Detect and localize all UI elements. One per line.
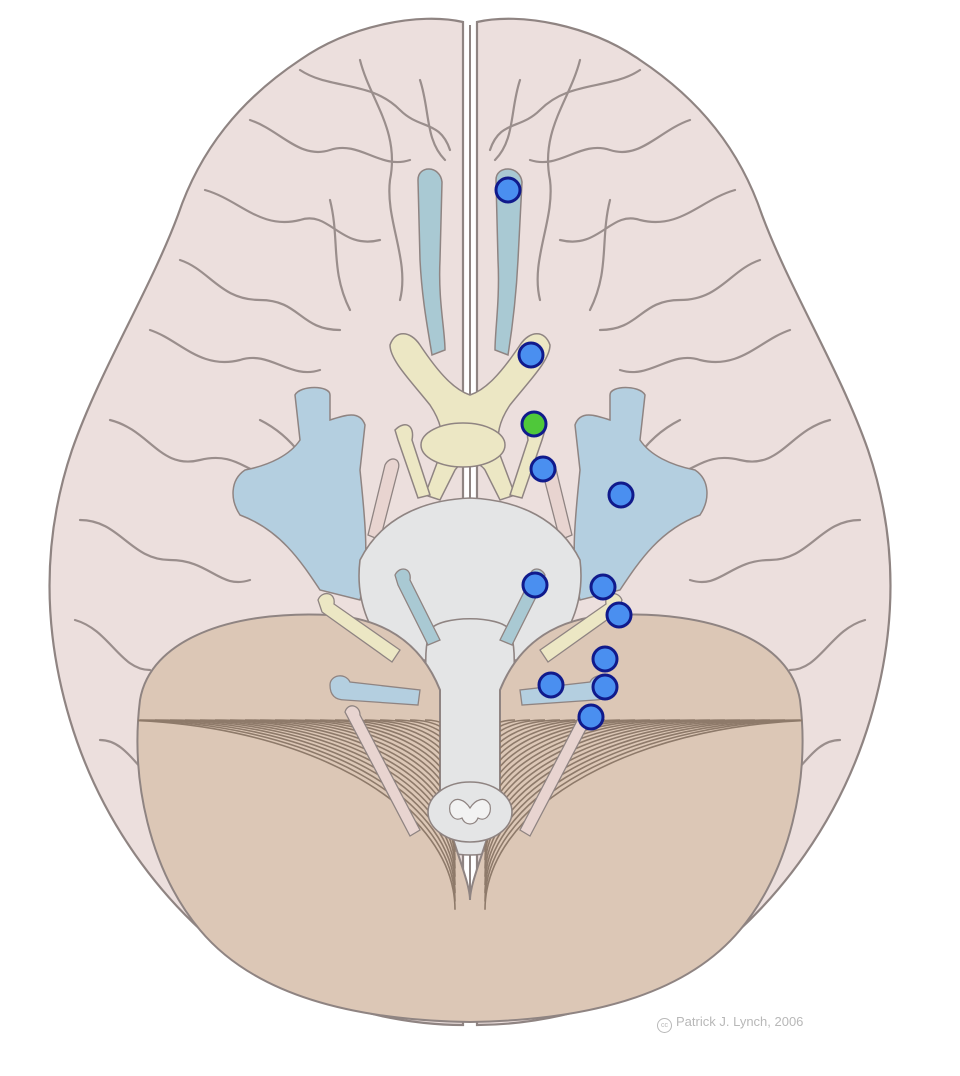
- marker-vestibulocochlear-nerve[interactable]: [605, 601, 633, 629]
- cerebellar-folium: [484, 719, 786, 886]
- cerebellar-folium: [484, 719, 801, 894]
- marker-layer: [494, 176, 635, 731]
- temporal-vessels: [232, 386, 708, 601]
- marker-optic-nerve[interactable]: [517, 341, 545, 369]
- cerebellar-folium: [154, 719, 456, 886]
- cerebellar-folium: [139, 719, 456, 894]
- marker-temporal-lobe-vessel[interactable]: [607, 481, 635, 509]
- marker-abducens-nerve[interactable]: [537, 671, 565, 699]
- marker-olfactory-bulb[interactable]: [494, 176, 522, 204]
- lower-cranial-nerves: [317, 593, 623, 837]
- cerebellar-folium: [137, 719, 456, 910]
- cerebellar-folium: [137, 719, 456, 902]
- marker-trigeminal-nerve[interactable]: [521, 571, 549, 599]
- copyright-credit: cc Patrick J. Lynch, 2006: [657, 1014, 803, 1033]
- cerebellar-folium: [484, 719, 803, 902]
- olfactory-tracts: [417, 168, 523, 357]
- optic-apparatus: [389, 333, 551, 501]
- cerebellar-folium: [169, 719, 456, 877]
- credit-text: Patrick J. Lynch, 2006: [676, 1014, 804, 1029]
- marker-optic-chiasm[interactable]: [520, 410, 548, 438]
- cc-license-icon: cc: [657, 1018, 672, 1033]
- marker-oculomotor-nerve[interactable]: [529, 455, 557, 483]
- marker-accessory-nerve[interactable]: [577, 703, 605, 731]
- marker-glossopharyngeal-nerve[interactable]: [591, 645, 619, 673]
- cerebellar-folium: [484, 719, 771, 877]
- cerebellar-folium: [484, 719, 803, 910]
- marker-vagus-nerve[interactable]: [591, 673, 619, 701]
- spinal-cord-section: [427, 781, 513, 843]
- marker-facial-nerve[interactable]: [589, 573, 617, 601]
- gyri-lines: [73, 58, 867, 792]
